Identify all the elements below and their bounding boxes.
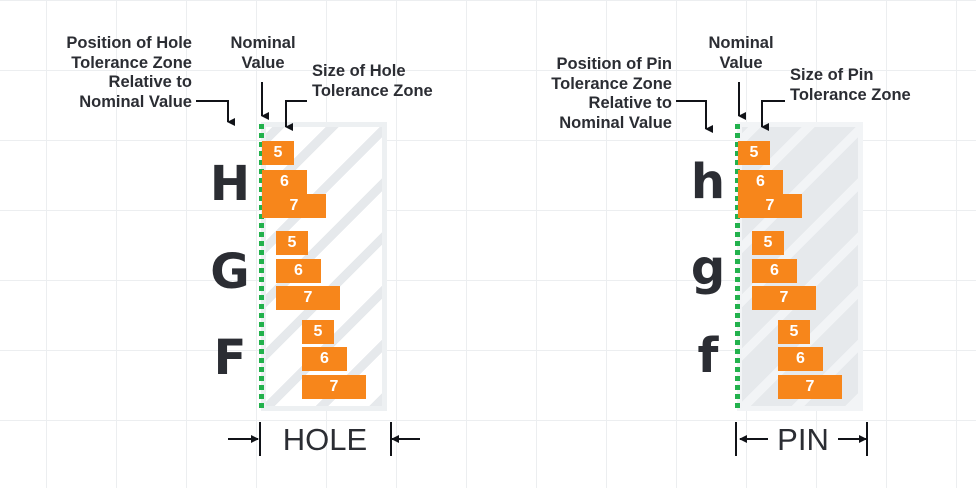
pin-size-callout-label: Size of Pin Tolerance Zone — [790, 66, 911, 104]
pin-tolerance-bar: 5 — [738, 141, 770, 165]
hole-tolerance-bar: 7 — [276, 286, 340, 310]
hole-dimension-tick-right — [390, 422, 392, 456]
hole-size-callout-label: Size of Hole Tolerance Zone — [312, 62, 433, 100]
grid-line-horizontal — [0, 350, 976, 351]
hole-grade-letter-F: F — [213, 330, 247, 386]
hole-dimension-label: HOLE — [282, 422, 368, 457]
hole-tolerance-bar: 5 — [302, 320, 334, 344]
hole-grade-letter-H: H — [209, 156, 251, 212]
hole-nominal-value-line — [259, 124, 264, 412]
pin-position-callout-label: Position of Pin Tolerance Zone Relative … — [551, 55, 672, 132]
hole-tolerance-bar: 6 — [276, 259, 321, 283]
pin-tolerance-bar: 5 — [752, 231, 784, 255]
hole-tolerance-bar: 5 — [276, 231, 308, 255]
pin-nominal-callout-label: Nominal Value — [708, 34, 774, 72]
hole-tolerance-bar: 6 — [302, 347, 347, 371]
pin-grade-letter-f: f — [697, 328, 719, 384]
pin-grade-letter-h: h — [690, 154, 726, 210]
grid-line-horizontal — [0, 420, 976, 421]
hole-dimension-tick-left — [259, 422, 261, 456]
grid-line-horizontal — [0, 140, 976, 141]
pin-tolerance-bar: 7 — [778, 375, 842, 399]
pin-tolerance-bar: 6 — [738, 170, 783, 194]
hole-tolerance-bar: 7 — [302, 375, 366, 399]
grid-line-horizontal — [0, 210, 976, 211]
hole-position-callout-label: Position of Hole Tolerance Zone Relative… — [66, 34, 192, 111]
pin-tolerance-bar: 7 — [752, 286, 816, 310]
pin-tolerance-bar: 7 — [738, 194, 802, 218]
hole-tolerance-bar: 5 — [262, 141, 294, 165]
hole-tolerance-bar: 7 — [262, 194, 326, 218]
pin-tolerance-bar: 5 — [778, 320, 810, 344]
pin-dimension-label: PIN — [777, 422, 829, 457]
pin-tolerance-bar: 6 — [778, 347, 823, 371]
pin-grade-letter-g: g — [690, 240, 726, 296]
pin-nominal-value-line — [735, 124, 740, 412]
pin-dimension-tick-left — [735, 422, 737, 456]
hole-tolerance-bar: 6 — [262, 170, 307, 194]
pin-dimension-tick-right — [866, 422, 868, 456]
pin-tolerance-bar: 6 — [752, 259, 797, 283]
hole-nominal-callout-label: Nominal Value — [230, 34, 296, 72]
grid-line-horizontal — [0, 280, 976, 281]
hole-grade-letter-G: G — [210, 244, 250, 300]
